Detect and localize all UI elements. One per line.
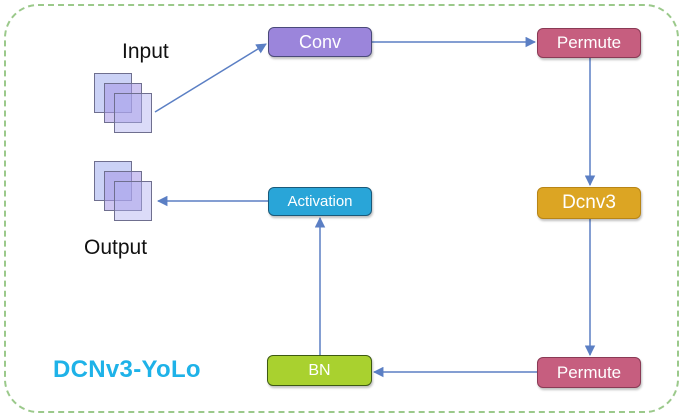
diagram-title: DCNv3-YoLo	[53, 356, 201, 383]
permute-top-node-label: Permute	[556, 33, 622, 52]
bn-node-label: BN	[308, 361, 331, 379]
conv-node: Conv	[268, 27, 372, 57]
bn-node: BN	[267, 355, 372, 386]
activation-node-label: Activation	[287, 193, 353, 210]
arrow-input-to-conv	[154, 43, 267, 113]
dcnv3-node-label: Dcnv3	[562, 192, 616, 213]
diagram-frame	[4, 4, 679, 413]
dcnv3-node: Dcnv3	[537, 187, 641, 219]
activation-node: Activation	[268, 187, 372, 216]
permute-bottom-node: Permute	[537, 357, 641, 388]
input-label: Input	[122, 40, 169, 63]
permute-top-node: Permute	[537, 28, 641, 58]
output-label: Output	[84, 236, 148, 259]
permute-bottom-node-label: Permute	[556, 362, 622, 382]
conv-node-label: Conv	[298, 31, 342, 52]
